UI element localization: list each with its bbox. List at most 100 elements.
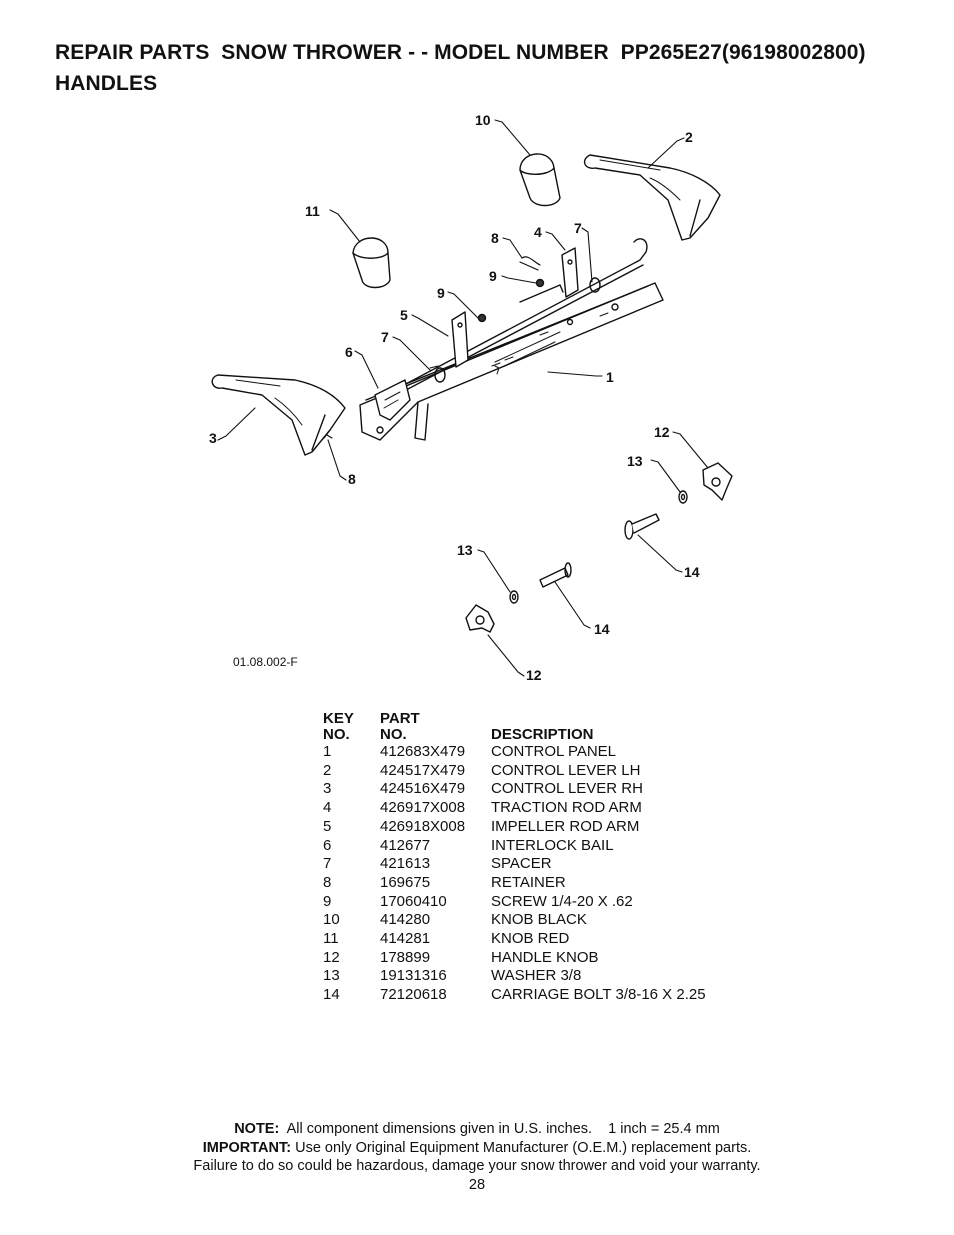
control-rod-drawing (384, 238, 648, 400)
key-no-cell: 11 (323, 930, 339, 948)
key-no-cell: 5 (323, 817, 332, 835)
callout-2: 2 (685, 129, 693, 145)
callout-12-upper: 12 (654, 424, 670, 440)
description-cell: TRACTION ROD ARM (491, 799, 642, 817)
callout-11: 11 (305, 203, 320, 219)
page-footer: NOTE: All component dimensions given in … (0, 1120, 954, 1194)
description-cell: INTERLOCK BAIL (491, 836, 614, 854)
key-no-cell: 3 (323, 780, 332, 798)
washer-drawing-upper (678, 490, 688, 504)
retainer-drawing-top (519, 256, 541, 271)
title-line-model: REPAIR PARTS SNOW THROWER - - MODEL NUMB… (55, 41, 866, 64)
part-no-cell: 169675 (380, 873, 431, 891)
callout-4: 4 (534, 224, 542, 240)
description-cell: HANDLE KNOB (491, 948, 599, 966)
description-cell: KNOB RED (491, 930, 570, 948)
part-no-cell: 412677 (380, 836, 431, 854)
part-no-cell: 72120618 (380, 986, 447, 1004)
table-row: 12 178899 HANDLE KNOB (323, 949, 706, 968)
description-cell: SPACER (491, 855, 552, 873)
key-no-cell: 7 (323, 855, 332, 873)
part-no-cell: 426917X008 (380, 799, 466, 817)
description-cell: RETAINER (491, 873, 566, 891)
callout-14-upper: 14 (684, 564, 700, 580)
part-no-cell: 426918X008 (380, 817, 466, 835)
handle-knob-drawing-lower (465, 604, 495, 633)
header-part-no: PART NO. (380, 710, 420, 743)
screw-drawing-lower (477, 313, 487, 323)
traction-rod-arm-drawing (519, 247, 579, 303)
callout-5: 5 (400, 307, 408, 323)
control-lever-rh-drawing (211, 374, 346, 456)
washer-drawing-lower (509, 590, 519, 604)
note-text: All component dimensions given in U.S. i… (279, 1121, 720, 1137)
callout-8-top: 8 (491, 230, 499, 246)
callout-13-lower: 13 (457, 542, 473, 558)
part-no-cell: 424516X479 (380, 780, 466, 798)
key-no-cell: 10 (323, 911, 340, 929)
warning-line: Failure to do so could be hazardous, dam… (193, 1158, 761, 1174)
note-label: NOTE: (234, 1121, 280, 1137)
callout-1: 1 (606, 369, 614, 385)
key-no-cell: 12 (323, 948, 340, 966)
key-no-cell: 9 (323, 892, 332, 910)
table-row: 6 412677 INTERLOCK BAIL (323, 837, 706, 856)
callout-6: 6 (345, 344, 353, 360)
table-row: 13 19131316 WASHER 3/8 (323, 967, 706, 986)
part-no-cell: 19131316 (380, 967, 447, 985)
screw-drawing-upper (535, 278, 545, 288)
header-description: DESCRIPTION (491, 726, 594, 743)
callout-12-lower: 12 (526, 667, 542, 683)
important-label: IMPORTANT: (202, 1139, 292, 1156)
key-no-cell: 6 (323, 836, 332, 854)
carriage-bolt-drawing-upper (624, 513, 660, 540)
callout-3: 3 (209, 430, 217, 446)
important-line: IMPORTANT: Use only Original Equipment M… (0, 1139, 954, 1158)
page-title: REPAIR PARTS SNOW THROWER - - MODEL NUMB… (55, 37, 866, 99)
key-no-cell: 1 (323, 743, 332, 760)
title-line-section: HANDLES (55, 72, 158, 95)
important-text: Use only Original Equipment Manufacturer… (291, 1139, 752, 1156)
table-row: 11 414281 KNOB RED (323, 930, 706, 949)
part-no-cell: 178899 (380, 948, 431, 966)
table-row: 4 426917X008 TRACTION ROD ARM (323, 799, 706, 818)
part-no-cell: 421613 (380, 855, 431, 873)
callout-9-upper: 9 (489, 268, 497, 284)
knob-black-drawing (519, 153, 561, 207)
key-no-cell: 13 (323, 967, 340, 985)
page-number: 28 (468, 1176, 486, 1193)
description-cell: CARRIAGE BOLT 3/8-16 X 2.25 (491, 986, 706, 1004)
table-row: 2 424517X479 CONTROL LEVER LH (323, 762, 706, 781)
header-key-no: KEY NO. (323, 710, 354, 743)
part-no-cell: 17060410 (380, 892, 447, 910)
table-row: 8 169675 RETAINER (323, 874, 706, 893)
key-no-cell: 2 (323, 761, 332, 779)
description-cell: KNOB BLACK (491, 911, 587, 929)
exploded-parts-diagram: 10 2 11 8 4 7 9 9 5 7 6 1 3 8 12 13 13 1… (209, 112, 733, 683)
leader-lines (217, 119, 709, 677)
note-line: NOTE: All component dimensions given in … (0, 1120, 954, 1139)
parts-table-header: KEY NO. PART NO. DESCRIPTION (323, 711, 706, 743)
part-no-cell: 414280 (380, 911, 431, 929)
handle-knob-drawing-upper (702, 462, 733, 501)
table-row: 10 414280 KNOB BLACK (323, 911, 706, 930)
description-cell: SCREW 1/4-20 X .62 (491, 892, 633, 910)
part-no-cell: 414281 (380, 930, 431, 948)
part-no-cell: 424517X479 (380, 761, 466, 779)
table-row: 9 17060410 SCREW 1/4-20 X .62 (323, 893, 706, 912)
key-no-cell: 8 (323, 873, 332, 891)
callout-7-lower: 7 (381, 329, 389, 345)
callout-10: 10 (475, 112, 491, 128)
key-no-cell: 4 (323, 799, 332, 817)
description-cell: WASHER 3/8 (491, 967, 582, 985)
description-cell: CONTROL LEVER LH (491, 761, 641, 779)
knob-red-drawing (352, 237, 391, 289)
callout-14-lower: 14 (594, 621, 610, 637)
description-cell: CONTROL LEVER RH (491, 780, 643, 798)
table-row: 7 421613 SPACER (323, 855, 706, 874)
